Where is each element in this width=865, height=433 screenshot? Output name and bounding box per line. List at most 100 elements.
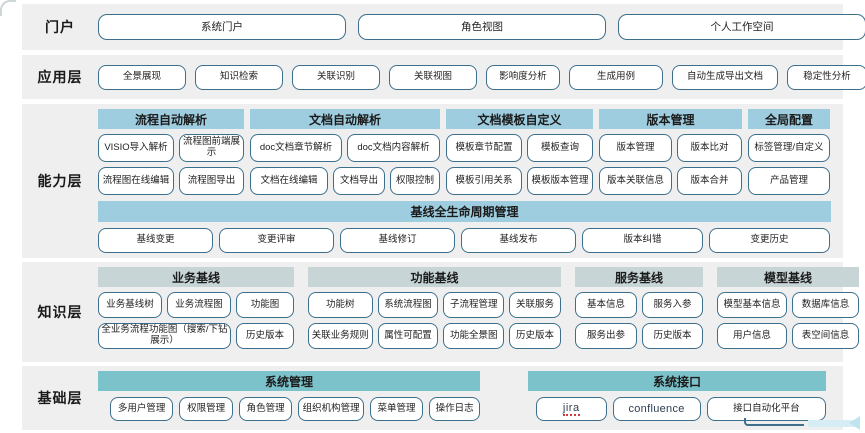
base-button-permission-mgmt[interactable]: 权限管理 xyxy=(179,397,233,421)
cap-button-product-mgmt[interactable]: 产品管理 xyxy=(748,167,830,195)
portal-button-personal-workspace[interactable]: 个人工作空间 xyxy=(618,14,865,40)
foundation-header-system-mgmt: 系统管理 xyxy=(98,371,480,391)
know-button-subprocess-mgmt[interactable]: 子流程管理 xyxy=(443,292,505,318)
portal-button-role-view[interactable]: 角色视图 xyxy=(358,14,606,40)
band-foundation: 基础层 系统管理 多用户管理 权限管理 角色管理 组织机构管理 菜单管理 操作日… xyxy=(22,366,843,430)
foundation-group-system-mgmt: 系统管理 多用户管理 权限管理 角色管理 组织机构管理 菜单管理 操作日志 xyxy=(98,371,480,430)
capability-column-global-config: 全局配置 标签管理/自定义 产品管理 xyxy=(748,109,830,200)
base-button-multi-user-mgmt[interactable]: 多用户管理 xyxy=(110,397,174,421)
base-button-api-automation-platform[interactable]: 接口自动化平台 xyxy=(706,397,827,421)
cap-button-template-query[interactable]: 模板查询 xyxy=(527,134,593,162)
know-button-service-history-version[interactable]: 历史版本 xyxy=(642,323,703,349)
knowledge-header-function-baseline: 功能基线 xyxy=(308,267,561,287)
capability-column-doc-parse: 文档自动解析 doc文档章节解析 doc文档内容解析 文档在线编辑 文档导出 权… xyxy=(250,109,440,200)
decorative-corner-top-left xyxy=(0,0,16,16)
lifecycle-button-version-correction[interactable]: 版本纠错 xyxy=(582,228,703,253)
base-button-confluence[interactable]: confluence xyxy=(612,397,701,421)
cap-button-template-chapter-config[interactable]: 模板章节配置 xyxy=(446,134,522,162)
knowledge-header-model-baseline: 模型基线 xyxy=(717,267,859,287)
know-button-function-panorama[interactable]: 功能全景图 xyxy=(443,323,505,349)
cap-button-version-manage[interactable]: 版本管理 xyxy=(599,134,672,162)
cap-button-template-version-mgmt[interactable]: 模板版本管理 xyxy=(527,167,593,195)
cap-button-doc-online-edit[interactable]: 文档在线编辑 xyxy=(250,167,328,195)
cap-button-process-export[interactable]: 流程图导出 xyxy=(179,167,244,195)
capability-header-global-config: 全局配置 xyxy=(748,109,830,129)
confluence-label: confluence xyxy=(628,402,685,415)
know-button-service-output-param[interactable]: 服务出参 xyxy=(575,323,637,349)
base-button-jira[interactable]: jira xyxy=(536,397,607,421)
cap-button-template-reference[interactable]: 模板引用关系 xyxy=(446,167,522,195)
lifecycle-button-change-review[interactable]: 变更评审 xyxy=(219,228,334,253)
band-body-foundation: 系统管理 多用户管理 权限管理 角色管理 组织机构管理 菜单管理 操作日志 系统… xyxy=(98,366,843,430)
app-button-stability-analysis[interactable]: 稳定性分析 xyxy=(787,64,865,90)
cap-button-doc-chapter-parse[interactable]: doc文档章节解析 xyxy=(250,134,342,162)
knowledge-header-service-baseline: 服务基线 xyxy=(575,267,703,287)
cap-button-tag-mgmt-custom[interactable]: 标签管理/自定义 xyxy=(748,134,830,162)
cap-button-process-frontend-display[interactable]: 流程图前端展示 xyxy=(179,134,244,162)
know-button-function-chart[interactable]: 功能图 xyxy=(236,292,294,318)
know-button-related-business-rule[interactable]: 关联业务规则 xyxy=(308,323,373,349)
know-button-model-basic-info[interactable]: 模型基本信息 xyxy=(717,292,787,318)
know-button-user-info[interactable]: 用户信息 xyxy=(717,323,787,349)
app-button-relation-identify[interactable]: 关联识别 xyxy=(292,64,380,90)
cap-button-doc-export[interactable]: 文档导出 xyxy=(333,167,385,195)
app-button-impact-analysis[interactable]: 影响度分析 xyxy=(486,64,560,90)
knowledge-header-business-baseline: 业务基线 xyxy=(98,267,294,287)
cap-button-version-merge[interactable]: 版本合并 xyxy=(677,167,742,195)
decorative-arrow-bottom-right xyxy=(808,416,860,430)
app-button-auto-export-doc[interactable]: 自动生成导出文档 xyxy=(672,64,778,90)
portal-button-system-portal[interactable]: 系统门户 xyxy=(98,14,346,40)
know-button-service-input-param[interactable]: 服务入参 xyxy=(642,292,703,318)
lifecycle-button-baseline-release[interactable]: 基线发布 xyxy=(461,228,576,253)
know-button-database-info[interactable]: 数据库信息 xyxy=(792,292,859,318)
band-body-knowledge: 业务基线 业务基线树 业务流程图 功能图 全业务流程功能图（搜索/下钻展示） 历… xyxy=(98,262,863,362)
base-button-org-structure-mgmt[interactable]: 组织机构管理 xyxy=(298,397,364,421)
cap-button-version-relation-info[interactable]: 版本关联信息 xyxy=(599,167,672,195)
app-button-generate-case[interactable]: 生成用例 xyxy=(569,64,663,90)
capability-column-doc-template: 文档模板自定义 模板章节配置 模板查询 模板引用关系 模板版本管理 xyxy=(446,109,593,200)
foundation-header-system-interface: 系统接口 xyxy=(528,371,826,391)
lifecycle-button-baseline-revise[interactable]: 基线修订 xyxy=(340,228,455,253)
capability-header-doc-template: 文档模板自定义 xyxy=(446,109,593,129)
cap-button-permission-control[interactable]: 权限控制 xyxy=(390,167,440,195)
band-body-capability: 流程自动解析 VISIO导入解析 流程图前端展示 流程图在线编辑 流程图导出 文… xyxy=(98,104,843,258)
band-label-capability: 能力层 xyxy=(37,173,83,189)
band-label-portal: 门户 xyxy=(45,19,75,35)
knowledge-columns: 业务基线 业务基线树 业务流程图 功能图 全业务流程功能图（搜索/下钻展示） 历… xyxy=(98,267,859,354)
band-body-application: 全景展现 知识检索 关联识别 关联视图 影响度分析 生成用例 自动生成导出文档 … xyxy=(98,64,865,90)
capability-header-baseline-lifecycle: 基线全生命周期管理 xyxy=(98,201,831,222)
know-button-business-history-version[interactable]: 历史版本 xyxy=(236,323,294,349)
lifecycle-button-change-history[interactable]: 变更历史 xyxy=(709,228,830,253)
know-button-service-basic-info[interactable]: 基本信息 xyxy=(575,292,637,318)
know-button-system-process-chart[interactable]: 系统流程图 xyxy=(377,292,439,318)
cap-button-doc-content-parse[interactable]: doc文档内容解析 xyxy=(347,134,440,162)
capability-columns: 流程自动解析 VISIO导入解析 流程图前端展示 流程图在线编辑 流程图导出 文… xyxy=(98,109,839,200)
foundation-group-system-interface: 系统接口 jira confluence 接口自动化平台 xyxy=(528,371,827,430)
know-button-function-tree[interactable]: 功能树 xyxy=(308,292,373,318)
base-button-role-mgmt[interactable]: 角色管理 xyxy=(238,397,293,421)
know-button-related-service[interactable]: 关联服务 xyxy=(509,292,561,318)
know-button-attribute-configurable[interactable]: 属性可配置 xyxy=(377,323,439,349)
band-application: 应用层 全景展现 知识检索 关联识别 关联视图 影响度分析 生成用例 自动生成导… xyxy=(22,55,865,99)
knowledge-column-function-baseline: 功能基线 功能树 系统流程图 子流程管理 关联服务 关联业务规则 属性可配置 功… xyxy=(308,267,561,354)
app-button-relation-view[interactable]: 关联视图 xyxy=(389,64,477,90)
cap-button-process-online-edit[interactable]: 流程图在线编辑 xyxy=(98,167,174,195)
app-button-panorama[interactable]: 全景展现 xyxy=(98,64,186,90)
cap-button-version-compare[interactable]: 版本比对 xyxy=(677,134,742,162)
band-label-foundation: 基础层 xyxy=(37,390,83,406)
cap-button-visio-import-parse[interactable]: VISIO导入解析 xyxy=(98,134,174,162)
capability-column-process-parse: 流程自动解析 VISIO导入解析 流程图前端展示 流程图在线编辑 流程图导出 xyxy=(98,109,244,200)
know-button-function-history-version[interactable]: 历史版本 xyxy=(509,323,561,349)
band-knowledge: 知识层 业务基线 业务基线树 业务流程图 功能图 全业务流程功能图（搜索/下钻展… xyxy=(22,262,859,362)
know-button-tablespace-info[interactable]: 表空间信息 xyxy=(792,323,859,349)
know-button-full-business-process-function-chart[interactable]: 全业务流程功能图（搜索/下钻展示） xyxy=(98,323,231,349)
lifecycle-button-baseline-change[interactable]: 基线变更 xyxy=(98,228,213,253)
base-button-operation-log[interactable]: 操作日志 xyxy=(429,397,480,421)
know-button-business-process-chart[interactable]: 业务流程图 xyxy=(167,292,231,318)
base-button-menu-mgmt[interactable]: 菜单管理 xyxy=(369,397,424,421)
band-capability: 能力层 流程自动解析 VISIO导入解析 流程图前端展示 流程图在线编辑 流程图… xyxy=(22,104,843,258)
decorative-corner-bottom-right-line xyxy=(744,418,804,426)
know-button-business-baseline-tree[interactable]: 业务基线树 xyxy=(98,292,162,318)
app-button-knowledge-search[interactable]: 知识检索 xyxy=(195,64,283,90)
